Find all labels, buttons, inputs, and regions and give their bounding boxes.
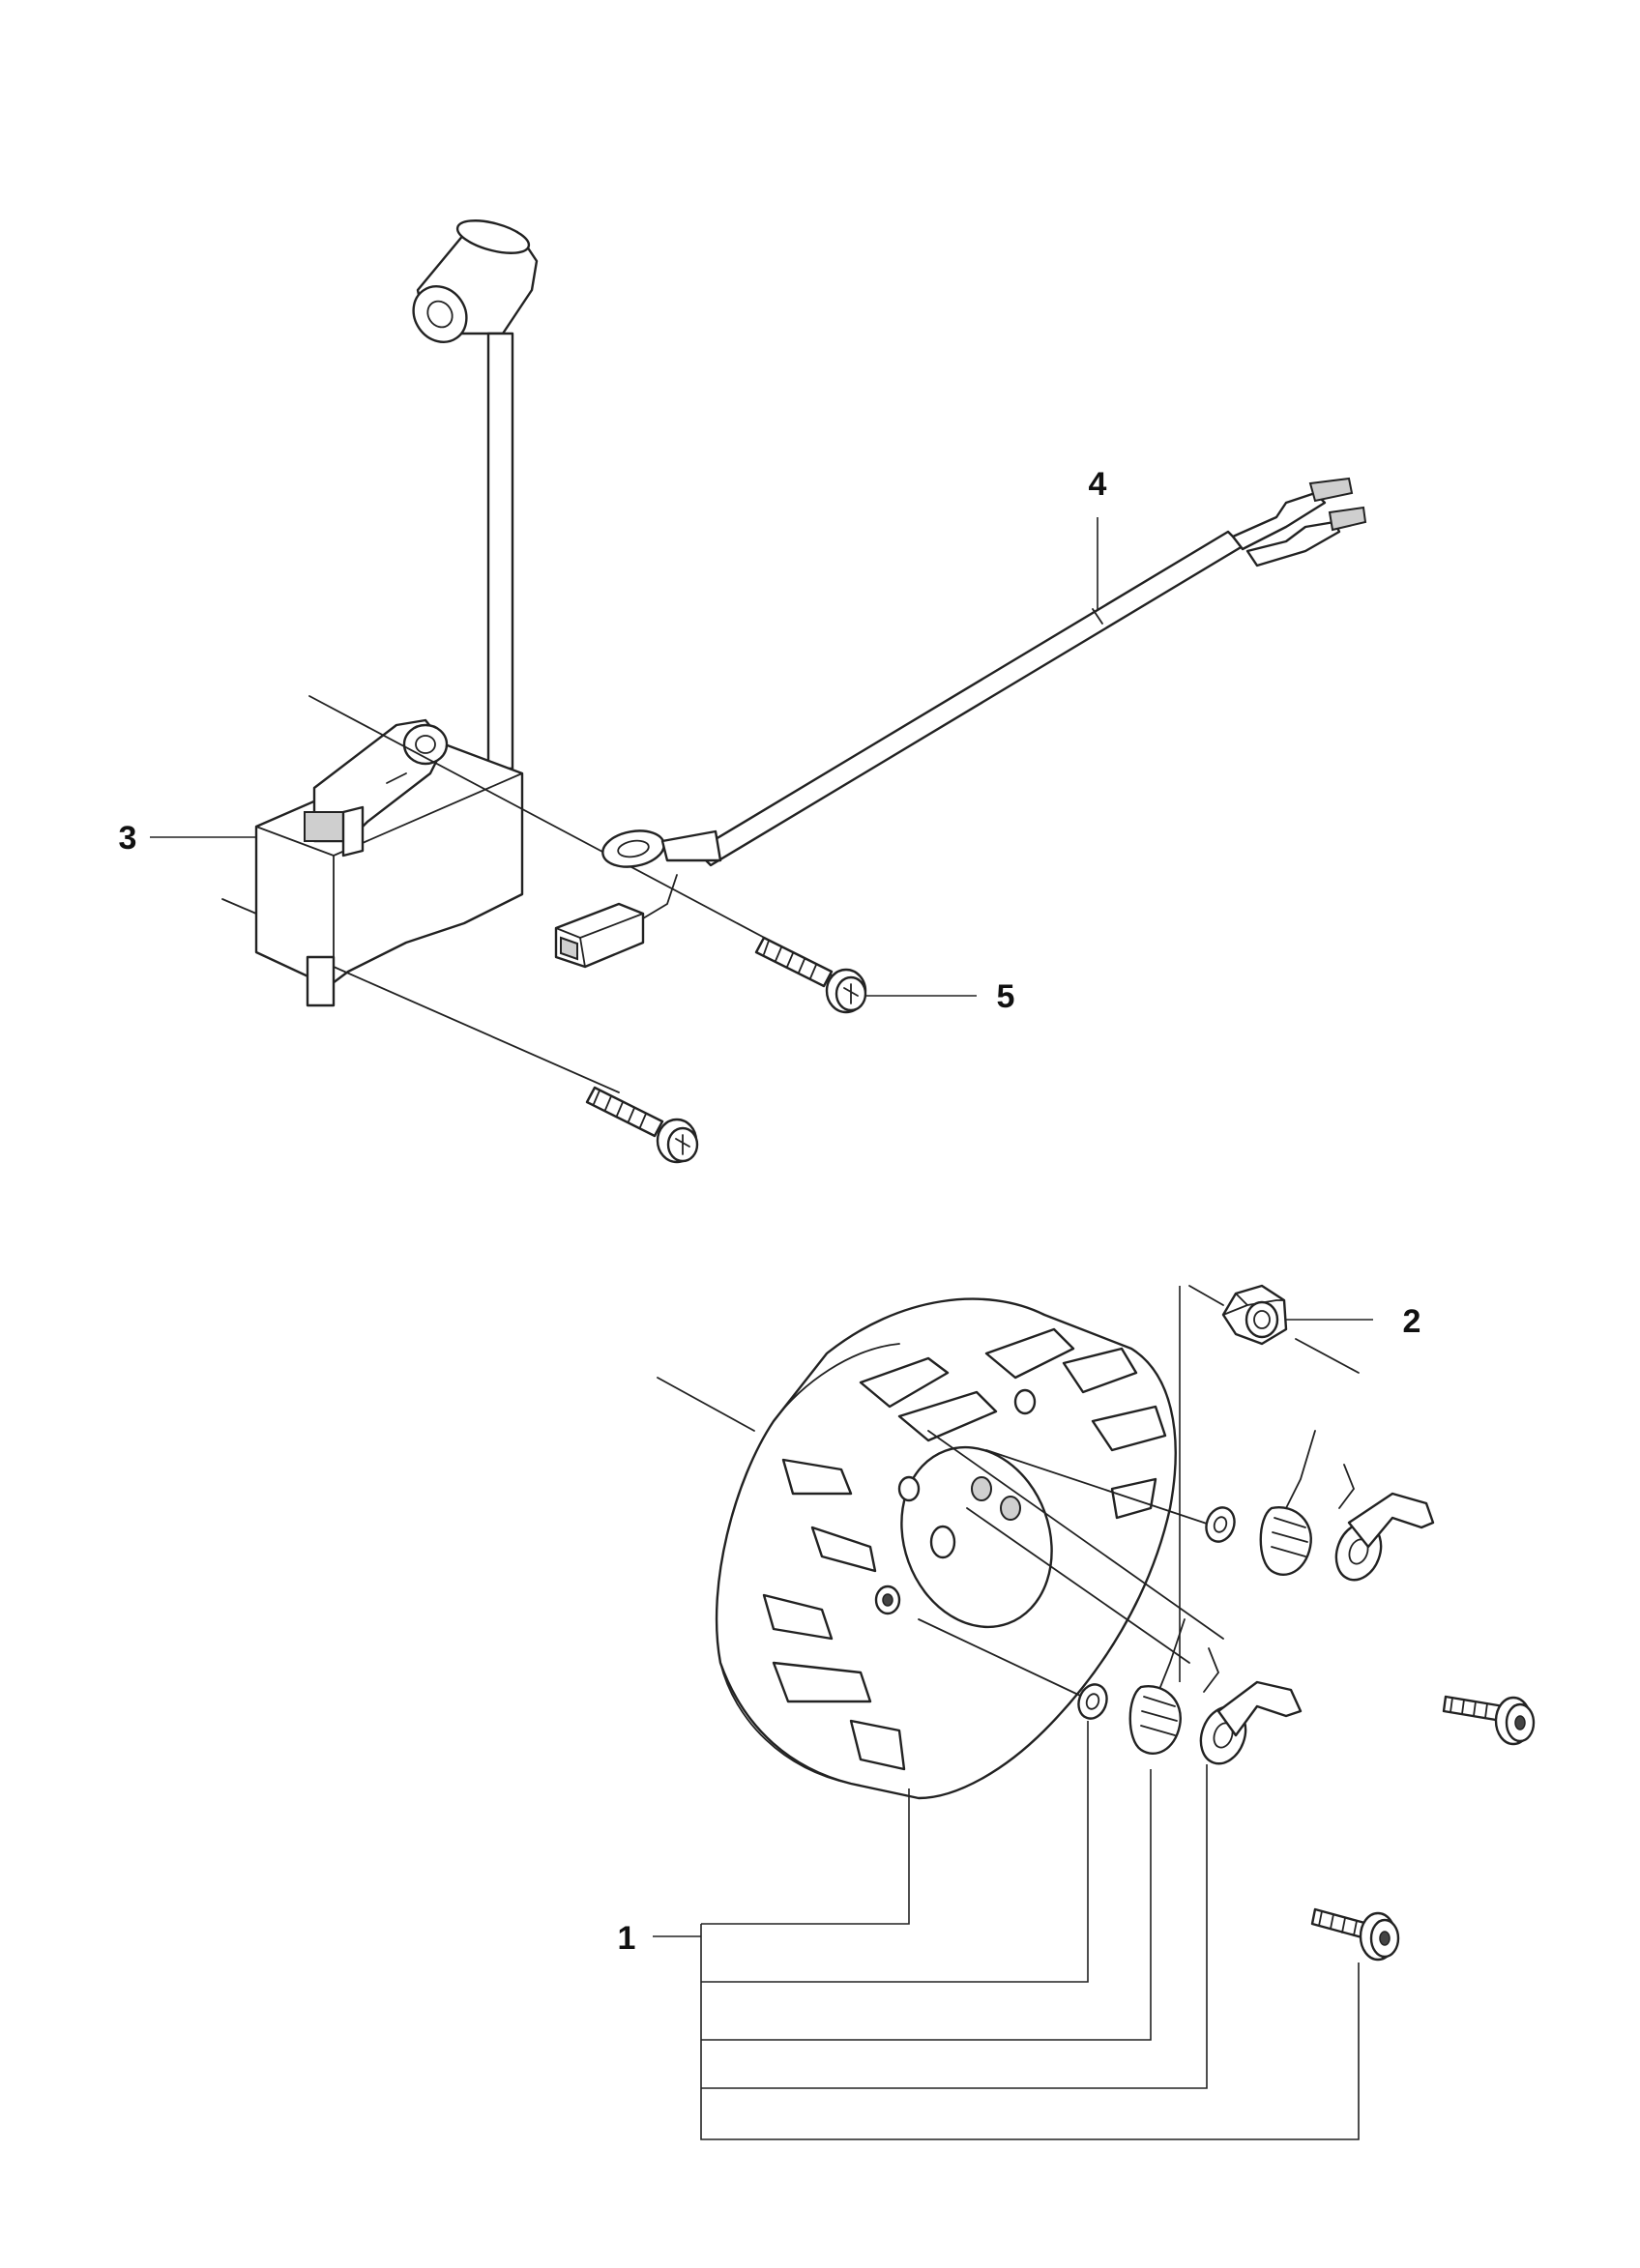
module-screw-top bbox=[754, 936, 867, 1014]
ht-lead bbox=[486, 332, 514, 771]
callout-3: 3 bbox=[119, 820, 137, 857]
harness-wire bbox=[694, 530, 1245, 867]
leader-lines bbox=[150, 517, 1373, 2140]
pawl-set-upper bbox=[1205, 1430, 1536, 1746]
callout-1: 1 bbox=[618, 1920, 636, 1957]
pawl-screw-upper bbox=[1442, 1695, 1536, 1746]
ring-terminal bbox=[601, 829, 722, 868]
wire-connector bbox=[554, 874, 678, 969]
spark-plug-cap bbox=[412, 219, 539, 343]
module-screw-bottom bbox=[585, 1086, 699, 1164]
washer bbox=[1077, 1683, 1108, 1720]
callout-4: 4 bbox=[1089, 466, 1107, 503]
pawl-screw-lower bbox=[1310, 1907, 1400, 1962]
callout-2: 2 bbox=[1403, 1303, 1421, 1340]
ignition-module bbox=[221, 219, 775, 1093]
wire-harness bbox=[554, 477, 1367, 969]
flywheel bbox=[657, 1297, 1224, 1800]
callout-5: 5 bbox=[997, 978, 1015, 1015]
spring bbox=[1128, 1685, 1182, 1755]
flywheel-nut bbox=[1188, 1284, 1360, 1374]
pawl-set-lower bbox=[1077, 1618, 1400, 1962]
